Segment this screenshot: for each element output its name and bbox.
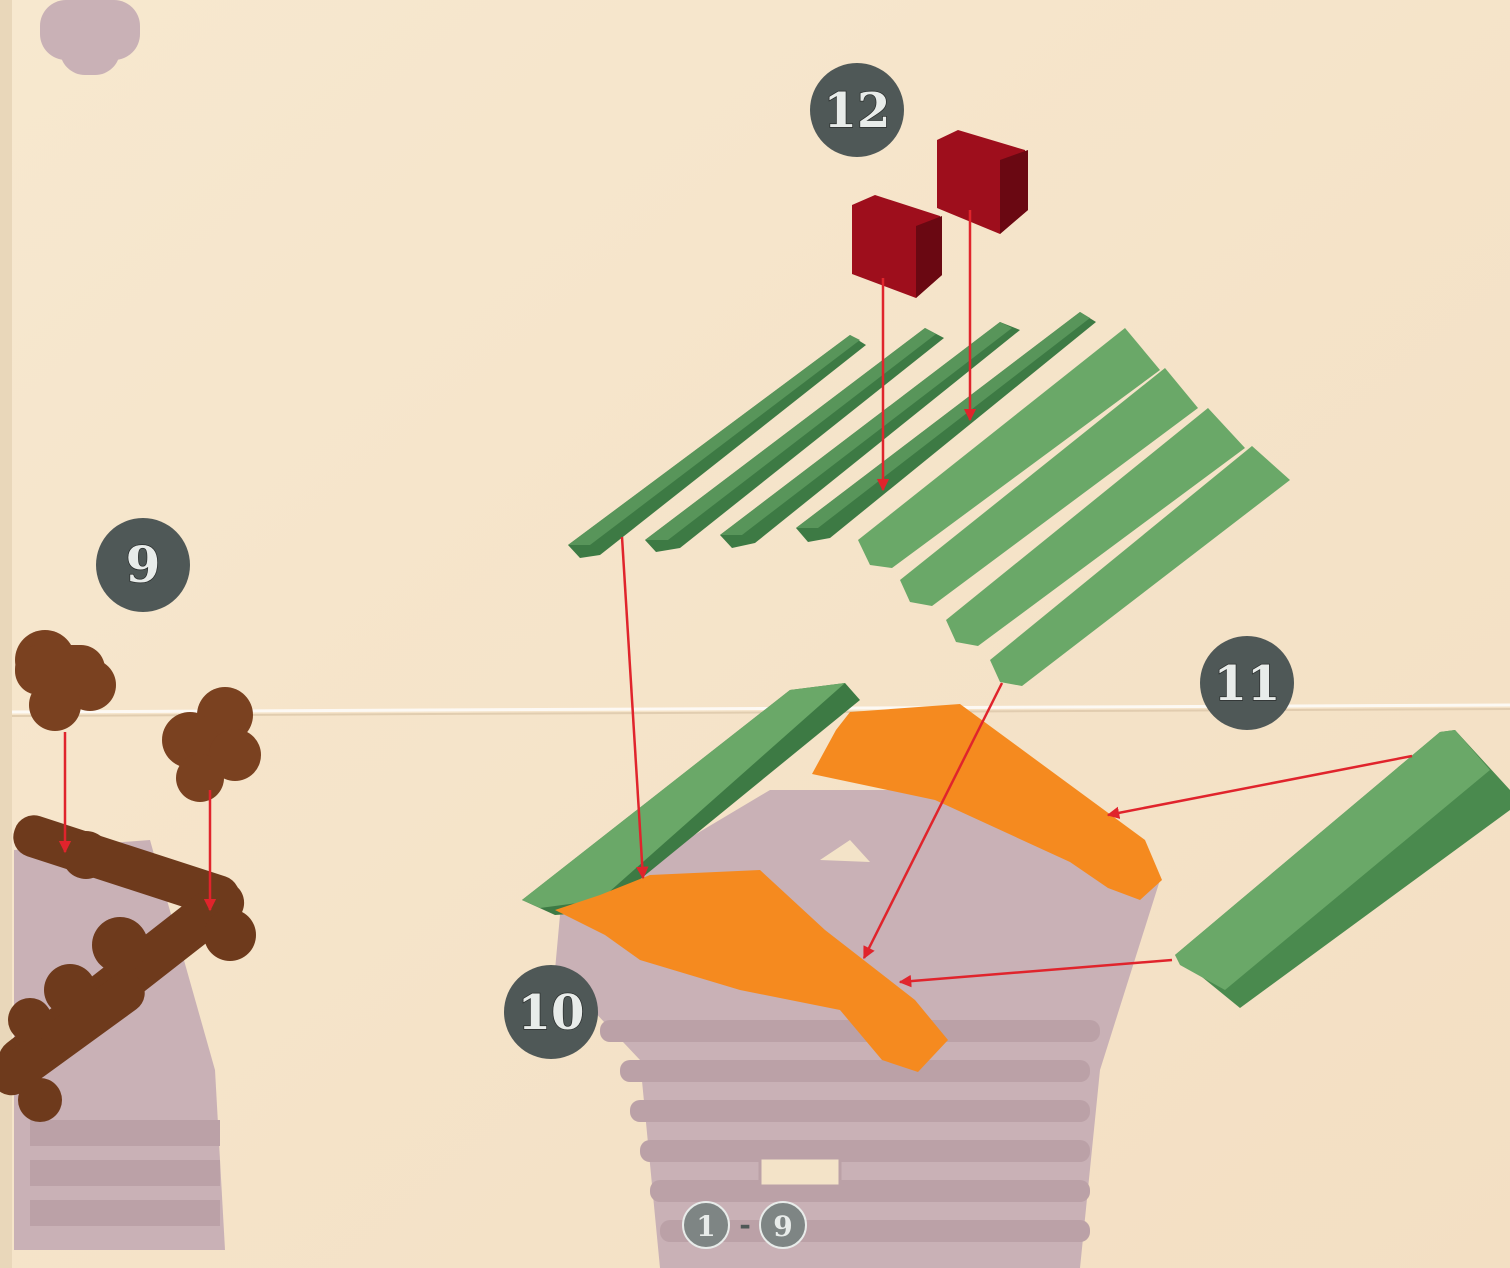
chimney-block-back	[937, 130, 1028, 234]
page-indicator-right: 9	[773, 1210, 792, 1243]
step-11-arrows	[898, 754, 1413, 988]
cabin-gable-opening	[820, 840, 870, 862]
step-badge-11: 11	[1200, 636, 1294, 730]
page-indicator: 1 - 9	[682, 1201, 807, 1249]
orange-gable-back	[812, 704, 1162, 900]
ghost-log-corner	[40, 0, 140, 75]
dark-log-cross-right	[162, 687, 261, 802]
step-badge-12: 12	[810, 63, 904, 157]
step-number-12: 12	[824, 83, 891, 139]
chimney-block-front	[852, 195, 942, 298]
roof-boards-light	[858, 328, 1290, 686]
roof-boards-dark-highlight	[568, 312, 1090, 545]
page-indicator-separator: -	[739, 1208, 751, 1241]
step-9-arrows	[58, 732, 217, 912]
page-left-edge	[0, 0, 12, 1268]
step-12-arrows	[620, 210, 1004, 960]
page-indicator-left: 1	[696, 1210, 715, 1243]
step-number-9: 9	[126, 535, 161, 594]
step-number-11: 11	[1214, 656, 1281, 712]
step-badge-10: 10	[504, 965, 598, 1059]
cabin-window	[758, 1156, 842, 1188]
placed-roof-panel	[522, 683, 860, 915]
orange-gable-front	[555, 870, 948, 1072]
step-badge-9: 9	[96, 518, 190, 612]
dark-log-cross-left	[15, 630, 116, 731]
step-number-10: 10	[518, 985, 585, 1041]
roof-panel-step-11	[1175, 730, 1510, 1008]
